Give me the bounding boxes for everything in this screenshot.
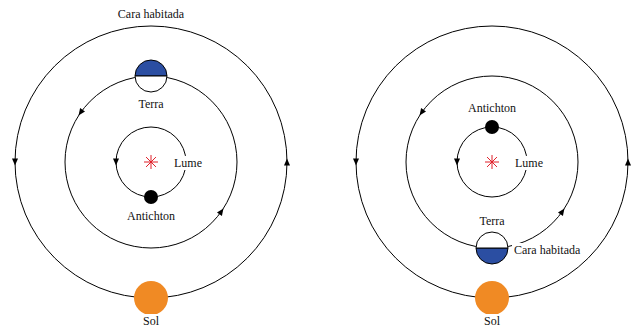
orbit-arrowhead [79, 108, 85, 115]
orbit-arrowhead [284, 159, 290, 166]
orbit-arrowhead [353, 159, 359, 166]
orbit-arrowhead [558, 208, 564, 215]
earth-body [135, 76, 167, 92]
earth-body [476, 232, 508, 248]
antichton-body [485, 120, 499, 134]
central-fire [144, 155, 499, 169]
orbit-arrowhead [113, 159, 119, 166]
orbit-arrowhead [454, 159, 460, 166]
sun-body [134, 281, 168, 315]
earth-orbit [65, 76, 237, 248]
planet-label: Antichton [125, 209, 177, 223]
fire-ray [492, 157, 497, 162]
fire-ray [146, 162, 151, 167]
fire-ray [151, 162, 156, 167]
sun-orbit [356, 26, 628, 298]
fire-label: Lume [513, 156, 545, 170]
antichton-body [144, 190, 158, 204]
planet-label: Terra [477, 214, 506, 228]
sun-label: Sol [141, 314, 161, 327]
sun-body [475, 281, 509, 315]
inhabited-face [476, 248, 508, 264]
planet-label: Terra [136, 97, 165, 111]
fire-ray [492, 162, 497, 167]
planet-label: Antichton [466, 101, 518, 115]
face-label: Cara habitada [512, 243, 582, 257]
earth-orbit [406, 76, 578, 248]
fire-ray [146, 157, 151, 162]
fire-label: Lume [172, 156, 204, 170]
orbit-arrowhead [625, 159, 631, 166]
fire-ray [151, 157, 156, 162]
orbit-arrowhead [420, 108, 426, 115]
orbit-arrows [12, 108, 631, 216]
face-label: Cara habitada [116, 7, 186, 21]
orbit-arrowhead [12, 159, 18, 166]
fire-ray [487, 162, 492, 167]
orbit-arrowhead [217, 208, 223, 215]
fire-ray [487, 157, 492, 162]
inhabited-face [135, 60, 167, 76]
sun-label: Sol [482, 314, 502, 327]
sun-orbit [15, 26, 287, 298]
